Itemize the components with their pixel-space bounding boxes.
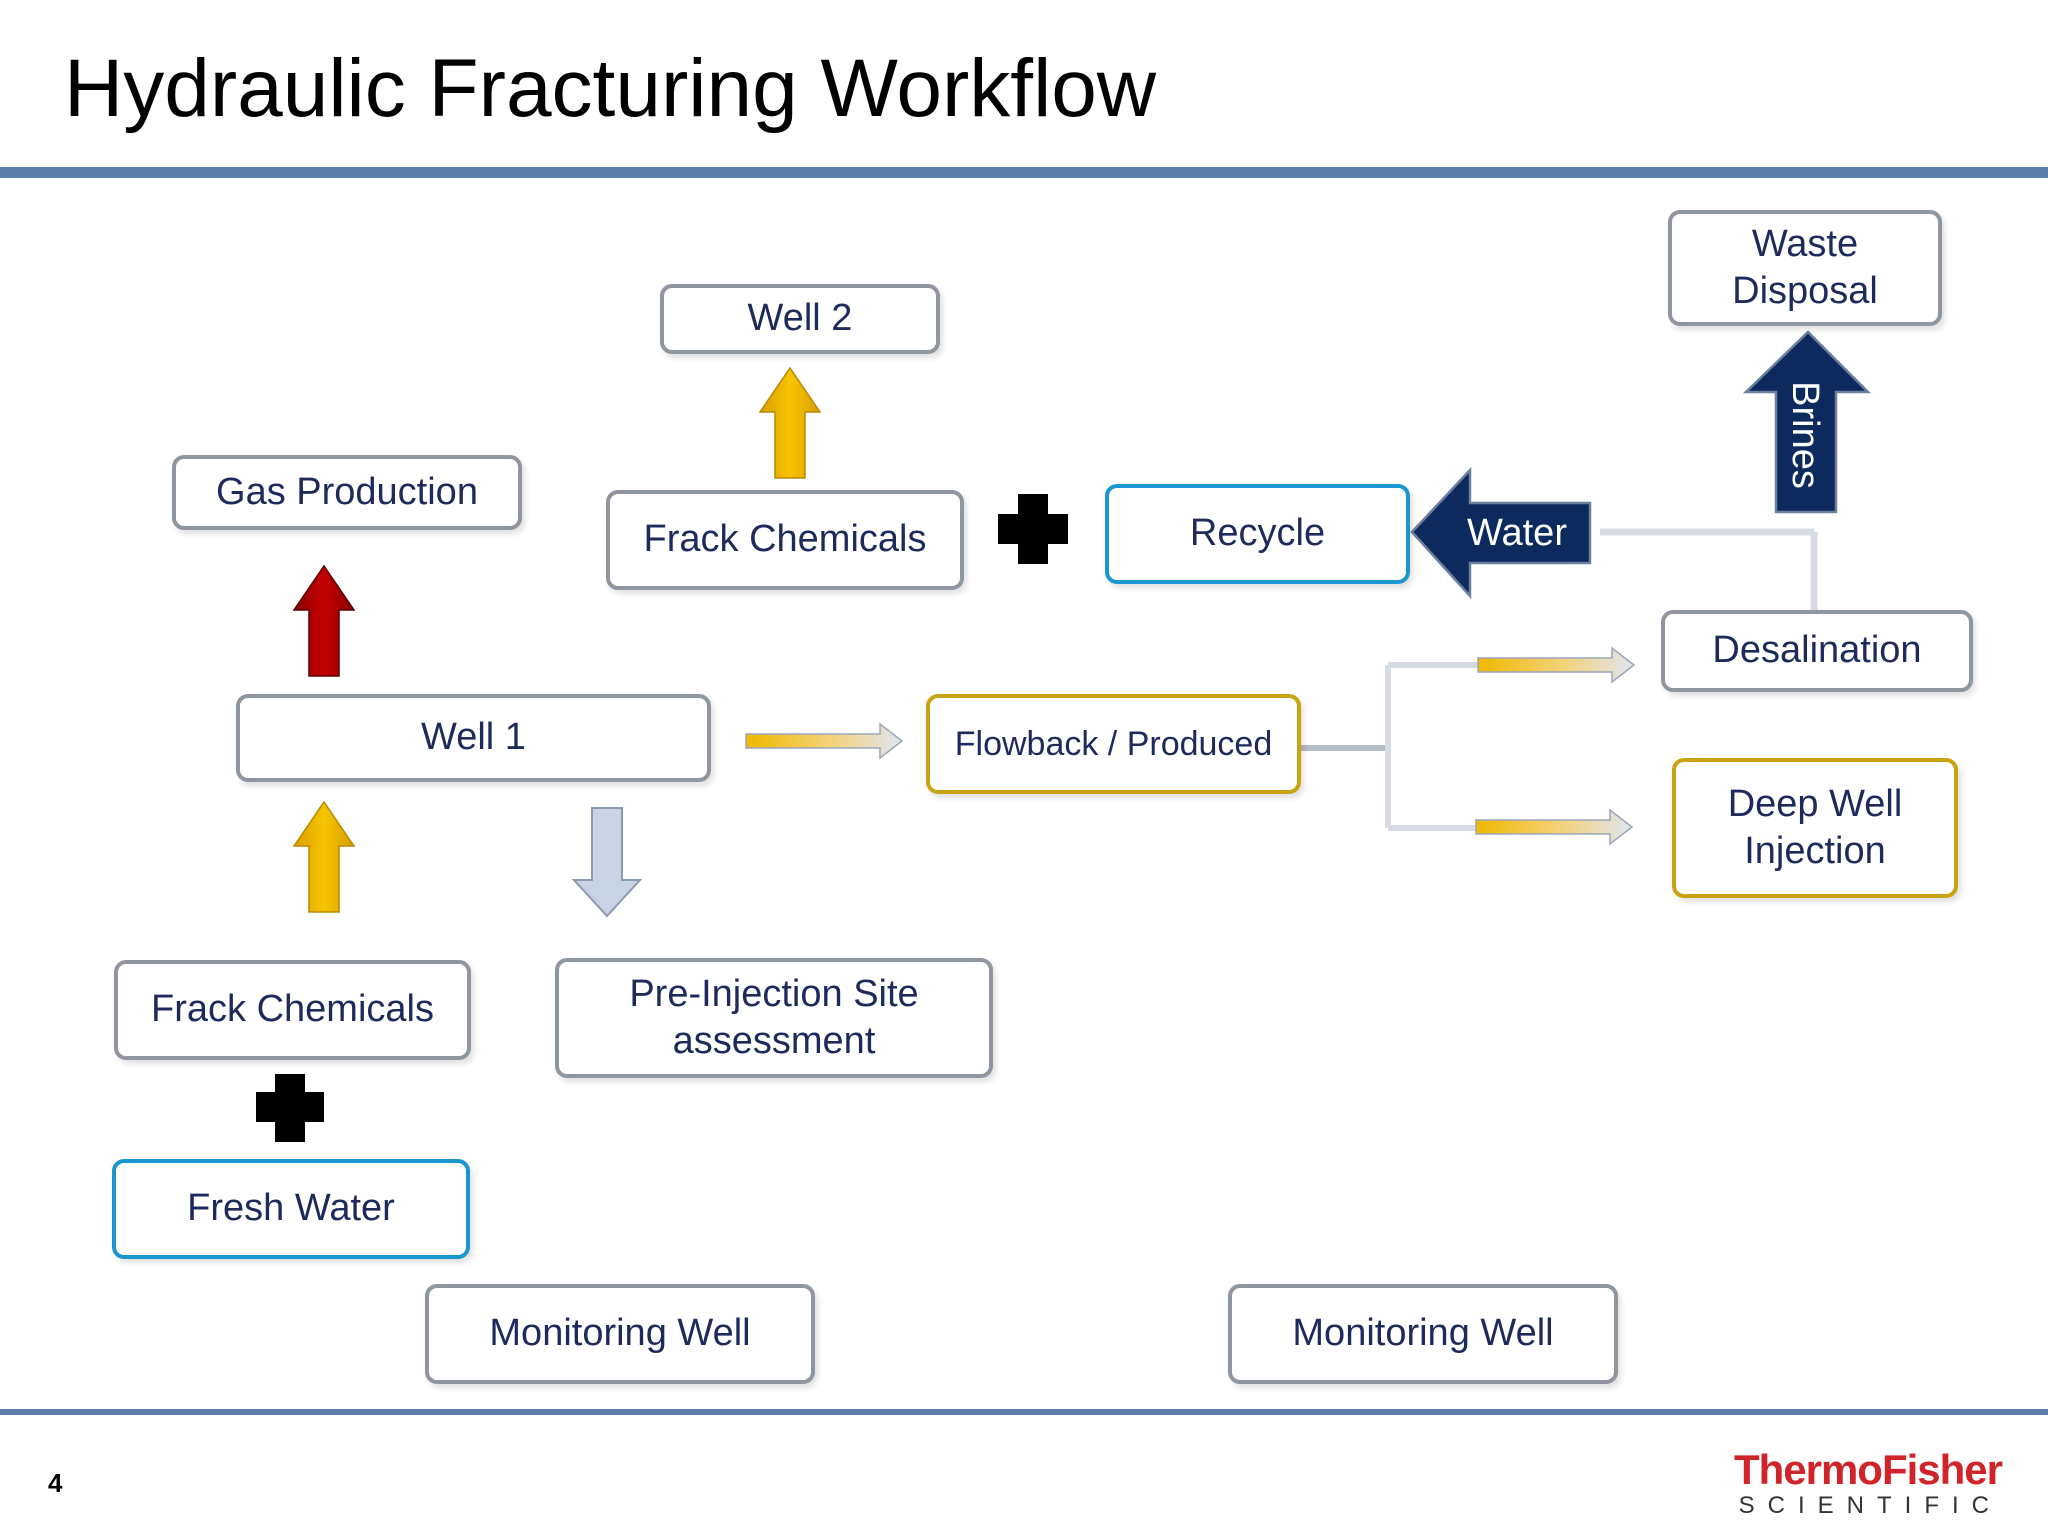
plus-icon-top — [998, 494, 1068, 564]
well-1-box: Well 1 — [236, 694, 711, 782]
well-2-box: Well 2 — [660, 284, 940, 354]
desalination-connector — [1600, 528, 1818, 612]
slide-title: Hydraulic Fracturing Workflow — [64, 43, 1157, 134]
thermofisher-logo: ThermoFisher SCIENTIFIC — [1722, 1446, 2003, 1519]
frack-chemicals-bottom-box: Frack Chemicals — [114, 960, 471, 1060]
title-divider — [0, 167, 2048, 178]
desalination-box: Desalination — [1661, 610, 1973, 692]
deep-well-injection-box: Deep Well Injection — [1672, 758, 1958, 898]
branch-connector — [1300, 662, 1478, 831]
water-arrow-left — [1410, 466, 1592, 600]
page-number: 4 — [48, 1468, 63, 1498]
footer-divider — [0, 1409, 2048, 1415]
brines-arrow-up — [1742, 330, 1872, 514]
flowback-box: Flowback / Produced — [926, 694, 1301, 794]
grey-arrow-down — [571, 807, 643, 918]
water-arrow-label: Water — [1467, 511, 1567, 554]
recycle-box: Recycle — [1105, 484, 1410, 584]
plus-icon-bottom — [256, 1074, 324, 1142]
monitoring-well-left-box: Monitoring Well — [425, 1284, 815, 1384]
flow-arrow-to-deep-well — [1475, 808, 1634, 846]
frack-chemicals-top-box: Frack Chemicals — [606, 490, 964, 590]
gold-arrow-up-top — [758, 366, 822, 479]
flow-arrow-to-desalination — [1477, 646, 1636, 684]
logo-subtitle: SCIENTIFIC — [1738, 1492, 2002, 1519]
brines-arrow-label: Brines — [1784, 381, 1827, 489]
monitoring-well-right-box: Monitoring Well — [1228, 1284, 1618, 1384]
fresh-water-box: Fresh Water — [112, 1159, 470, 1259]
pre-injection-box: Pre-Injection Site assessment — [555, 958, 993, 1078]
gas-production-box: Gas Production — [172, 455, 522, 530]
logo-name: ThermoFisher — [1733, 1446, 2003, 1493]
red-arrow-up — [292, 564, 356, 677]
gold-arrow-up-left — [292, 800, 356, 913]
flow-arrow-right — [745, 722, 904, 760]
waste-disposal-box: Waste Disposal — [1668, 210, 1942, 326]
